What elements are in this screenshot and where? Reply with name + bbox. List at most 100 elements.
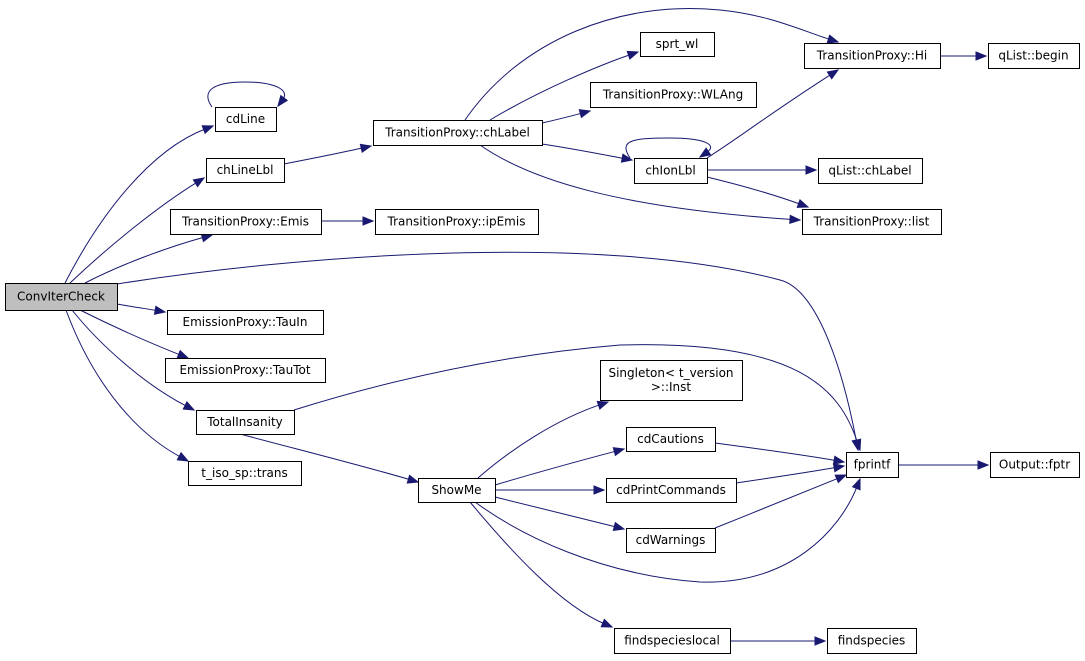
- edge-arrowhead: [796, 198, 810, 208]
- node-fprintf[interactable]: fprintf: [846, 452, 899, 478]
- node-t_iso_sp_trans[interactable]: t_iso_sp::trans: [188, 461, 302, 486]
- edge-line: [714, 477, 839, 529]
- edge-line: [625, 137, 712, 159]
- edge-ConvIterCheck-to-TotalInsanity: [71, 309, 196, 411]
- node-TP_Emis[interactable]: TransitionProxy::Emis: [170, 209, 322, 235]
- edge-line: [293, 344, 858, 443]
- node-box: [634, 158, 708, 184]
- edge-chIonLbl-to-TP_list: [706, 176, 810, 208]
- edge-arrowhead: [612, 447, 626, 457]
- node-TP_ipEmis[interactable]: TransitionProxy::ipEmis: [375, 209, 539, 235]
- node-box: [5, 283, 118, 311]
- node-box: [990, 452, 1080, 478]
- edge-cdWarnings-to-fprintf: [714, 474, 848, 529]
- edge-line: [489, 54, 631, 121]
- edge-TP_Hi-to-qList_begin: [940, 51, 988, 61]
- edge-ConvIterCheck-to-TP_Emis: [84, 233, 214, 284]
- node-box: [196, 410, 295, 435]
- node-label: cdPrintCommands: [616, 483, 726, 497]
- edge-arrowhead: [805, 165, 818, 175]
- node-box: [626, 427, 716, 452]
- node-box: [804, 43, 941, 69]
- node-label: Output::fptr: [999, 458, 1070, 472]
- node-cdPrintCommands[interactable]: cdPrintCommands: [606, 478, 737, 503]
- node-box: [590, 82, 757, 108]
- node-label: cdLine: [226, 112, 265, 126]
- node-box: [827, 628, 917, 654]
- node-label: qList::chLabel: [828, 164, 911, 178]
- edge-TP_chLabel-to-TP_list: [479, 144, 802, 225]
- node-findspecieslocal[interactable]: findspecieslocal: [614, 628, 731, 654]
- edge-arrowhead: [192, 177, 206, 188]
- edge-arrowhead: [814, 636, 827, 646]
- node-TP_Hi[interactable]: TransitionProxy::Hi: [804, 43, 941, 69]
- edge-line: [541, 112, 583, 124]
- edge-TP_Emis-to-TP_ipEmis: [321, 216, 375, 226]
- node-ShowMe[interactable]: ShowMe: [418, 478, 496, 503]
- edge-line: [69, 181, 198, 284]
- node-TP_chLabel[interactable]: TransitionProxy::chLabel: [373, 120, 543, 146]
- edge-line: [735, 466, 837, 484]
- edge-ConvIterCheck-to-chLineLbl: [69, 177, 206, 284]
- edge-ShowMe-to-cdPrintCommands: [495, 485, 606, 495]
- edge-line: [207, 81, 285, 108]
- node-cdWarnings[interactable]: cdWarnings: [626, 528, 716, 553]
- edge-line: [283, 147, 364, 165]
- node-label: TransitionProxy::WLAng: [602, 88, 743, 102]
- node-sprt_wl[interactable]: sprt_wl: [640, 32, 715, 57]
- edge-arrowhead: [851, 477, 861, 491]
- edge-arrowhead: [620, 153, 634, 163]
- node-TotalInsanity[interactable]: TotalInsanity: [196, 410, 295, 435]
- edge-line: [469, 501, 605, 625]
- node-label: chLineLbl: [217, 163, 274, 177]
- node-box: [606, 478, 737, 503]
- node-label: ShowMe: [431, 483, 481, 497]
- edge-findspecieslocal-to-findspecies: [730, 636, 827, 646]
- node-label: TransitionProxy::list: [813, 215, 930, 229]
- node-label: EmissionProxy::TauIn: [183, 315, 308, 329]
- node-EP_TauTot[interactable]: EmissionProxy::TauTot: [165, 358, 326, 383]
- edge-line: [65, 309, 182, 458]
- node-box: [600, 360, 743, 401]
- node-box: [215, 107, 277, 132]
- edge-line: [84, 236, 205, 284]
- edge-arrowhead: [176, 451, 190, 462]
- node-label: TransitionProxy::chLabel: [384, 126, 530, 140]
- node-qList_begin[interactable]: qList::begin: [988, 43, 1080, 69]
- edge-cdLine-to-cdLine: [207, 81, 289, 108]
- node-box: [373, 120, 543, 146]
- node-label: EmissionProxy::TauTot: [179, 363, 310, 377]
- edge-ConvIterCheck-to-EP_TauIn: [116, 303, 167, 315]
- node-TP_WLAng[interactable]: TransitionProxy::WLAng: [590, 82, 757, 108]
- edge-line: [116, 251, 858, 443]
- node-layer: ConvIterCheckcdLinechLineLblTransitionPr…: [5, 32, 1080, 654]
- edge-ShowMe-to-cdWarnings: [494, 496, 626, 531]
- node-Singleton_Inst[interactable]: Singleton< t_version>::Inst: [600, 360, 743, 401]
- edge-chIonLbl-to-chIonLbl: [625, 137, 712, 159]
- node-cdCautions[interactable]: cdCautions: [626, 427, 716, 452]
- node-findspecies[interactable]: findspecies: [827, 628, 917, 654]
- edge-arrowhead: [826, 69, 840, 80]
- node-ConvIterCheck[interactable]: ConvIterCheck: [5, 283, 118, 311]
- edge-ShowMe-to-cdCautions: [494, 447, 626, 486]
- edge-arrowhead: [153, 305, 167, 315]
- edge-arrowhead: [834, 474, 848, 484]
- node-Output_fptr[interactable]: Output::fptr: [990, 452, 1080, 478]
- edge-line: [71, 309, 188, 407]
- edge-arrowhead: [596, 400, 610, 410]
- edge-cdCautions-to-fprintf: [714, 442, 846, 465]
- node-box: [188, 461, 302, 486]
- node-box: [614, 628, 731, 654]
- node-qList_chLabel[interactable]: qList::chLabel: [818, 158, 923, 184]
- node-EP_TauIn[interactable]: EmissionProxy::TauIn: [167, 310, 324, 335]
- node-chLineLbl[interactable]: chLineLbl: [206, 158, 285, 183]
- node-label: ConvIterCheck: [17, 290, 105, 304]
- node-label: findspecies: [838, 634, 906, 648]
- node-chIonLbl[interactable]: chIonLbl: [634, 158, 708, 184]
- edge-line: [64, 128, 206, 284]
- node-label: TransitionProxy::ipEmis: [387, 215, 526, 229]
- node-cdLine[interactable]: cdLine: [215, 107, 277, 132]
- node-TP_list[interactable]: TransitionProxy::list: [802, 209, 942, 235]
- node-label: qList::begin: [998, 49, 1068, 63]
